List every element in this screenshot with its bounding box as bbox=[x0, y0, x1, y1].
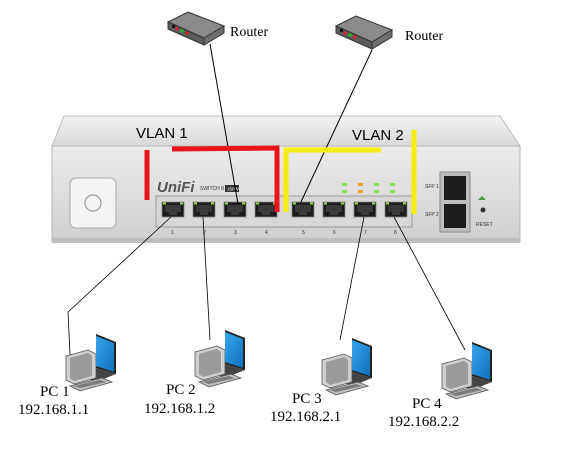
reset-label: RESET bbox=[476, 222, 493, 228]
port-number: 6 bbox=[333, 230, 336, 236]
brand-label: UniFi bbox=[157, 179, 195, 196]
router1-uplink bbox=[209, 43, 239, 205]
ethernet-port-icon bbox=[161, 201, 185, 218]
poe-badge: 150W bbox=[227, 187, 240, 192]
vlan2-label: VLAN 2 bbox=[352, 127, 404, 144]
router-1-label: Router bbox=[230, 25, 268, 40]
port-number: 3 bbox=[234, 230, 237, 236]
router-2-label: Router bbox=[405, 29, 443, 44]
router-2: Router bbox=[335, 15, 443, 50]
port-number: 7 bbox=[364, 230, 367, 236]
sfp-port-icon bbox=[444, 204, 466, 228]
pc2-cable bbox=[202, 216, 211, 341]
computer-icon bbox=[65, 333, 117, 392]
pc2-ip: 192.168.1.2 bbox=[144, 401, 215, 417]
port-number: 5 bbox=[302, 230, 305, 236]
vlan1-label: VLAN 1 bbox=[136, 125, 188, 142]
sfp1-label: SFP 1 bbox=[425, 184, 439, 190]
pc4-ip: 192.168.2.2 bbox=[388, 414, 459, 430]
router-icon bbox=[167, 11, 225, 46]
ethernet-port-icon bbox=[322, 201, 346, 218]
ethernet-port-icon bbox=[192, 201, 216, 218]
pc3-ip: 192.168.2.1 bbox=[270, 409, 341, 425]
port-number: 4 bbox=[265, 230, 268, 236]
computer-icon bbox=[194, 329, 246, 388]
vlan2-marker bbox=[283, 130, 417, 214]
unifi-logo-icon bbox=[69, 177, 117, 229]
model-label: SWITCH 8 bbox=[200, 186, 224, 192]
pc-2: PC 2 192.168.1.2 bbox=[144, 329, 246, 417]
computer-icon bbox=[441, 341, 493, 400]
pc1-ip: 192.168.1.1 bbox=[18, 402, 89, 418]
ethernet-port-icon bbox=[353, 201, 377, 218]
ethernet-port-icon bbox=[291, 201, 315, 218]
sfp-port-icon bbox=[444, 176, 466, 200]
pc1-name: PC 1 bbox=[40, 384, 70, 400]
ethernet-port-icon bbox=[254, 201, 278, 218]
router-icon bbox=[335, 15, 393, 50]
pc1-cable bbox=[67, 216, 172, 356]
pc-1: PC 1 192.168.1.1 bbox=[18, 333, 117, 418]
pc2-name: PC 2 bbox=[166, 382, 196, 398]
pc3-cable bbox=[339, 216, 365, 341]
router-1: Router bbox=[167, 11, 268, 46]
port-number: 1 bbox=[171, 230, 174, 236]
pc4-name: PC 4 bbox=[412, 396, 442, 412]
pc3-name: PC 3 bbox=[292, 391, 322, 407]
sfp2-label: SFP 2 bbox=[425, 212, 439, 218]
port-number: 8 bbox=[394, 230, 397, 236]
port-number: 2 bbox=[203, 230, 206, 236]
pc-4: PC 4 192.168.2.2 bbox=[388, 341, 493, 430]
router2-uplink bbox=[299, 49, 373, 205]
pc4-cable bbox=[393, 216, 466, 351]
ethernet-port-icon bbox=[223, 201, 247, 218]
vlan1-marker bbox=[144, 145, 280, 212]
computer-icon bbox=[321, 337, 373, 396]
pc-3: PC 3 192.168.2.1 bbox=[270, 337, 373, 425]
ethernet-port-icon bbox=[384, 201, 408, 218]
